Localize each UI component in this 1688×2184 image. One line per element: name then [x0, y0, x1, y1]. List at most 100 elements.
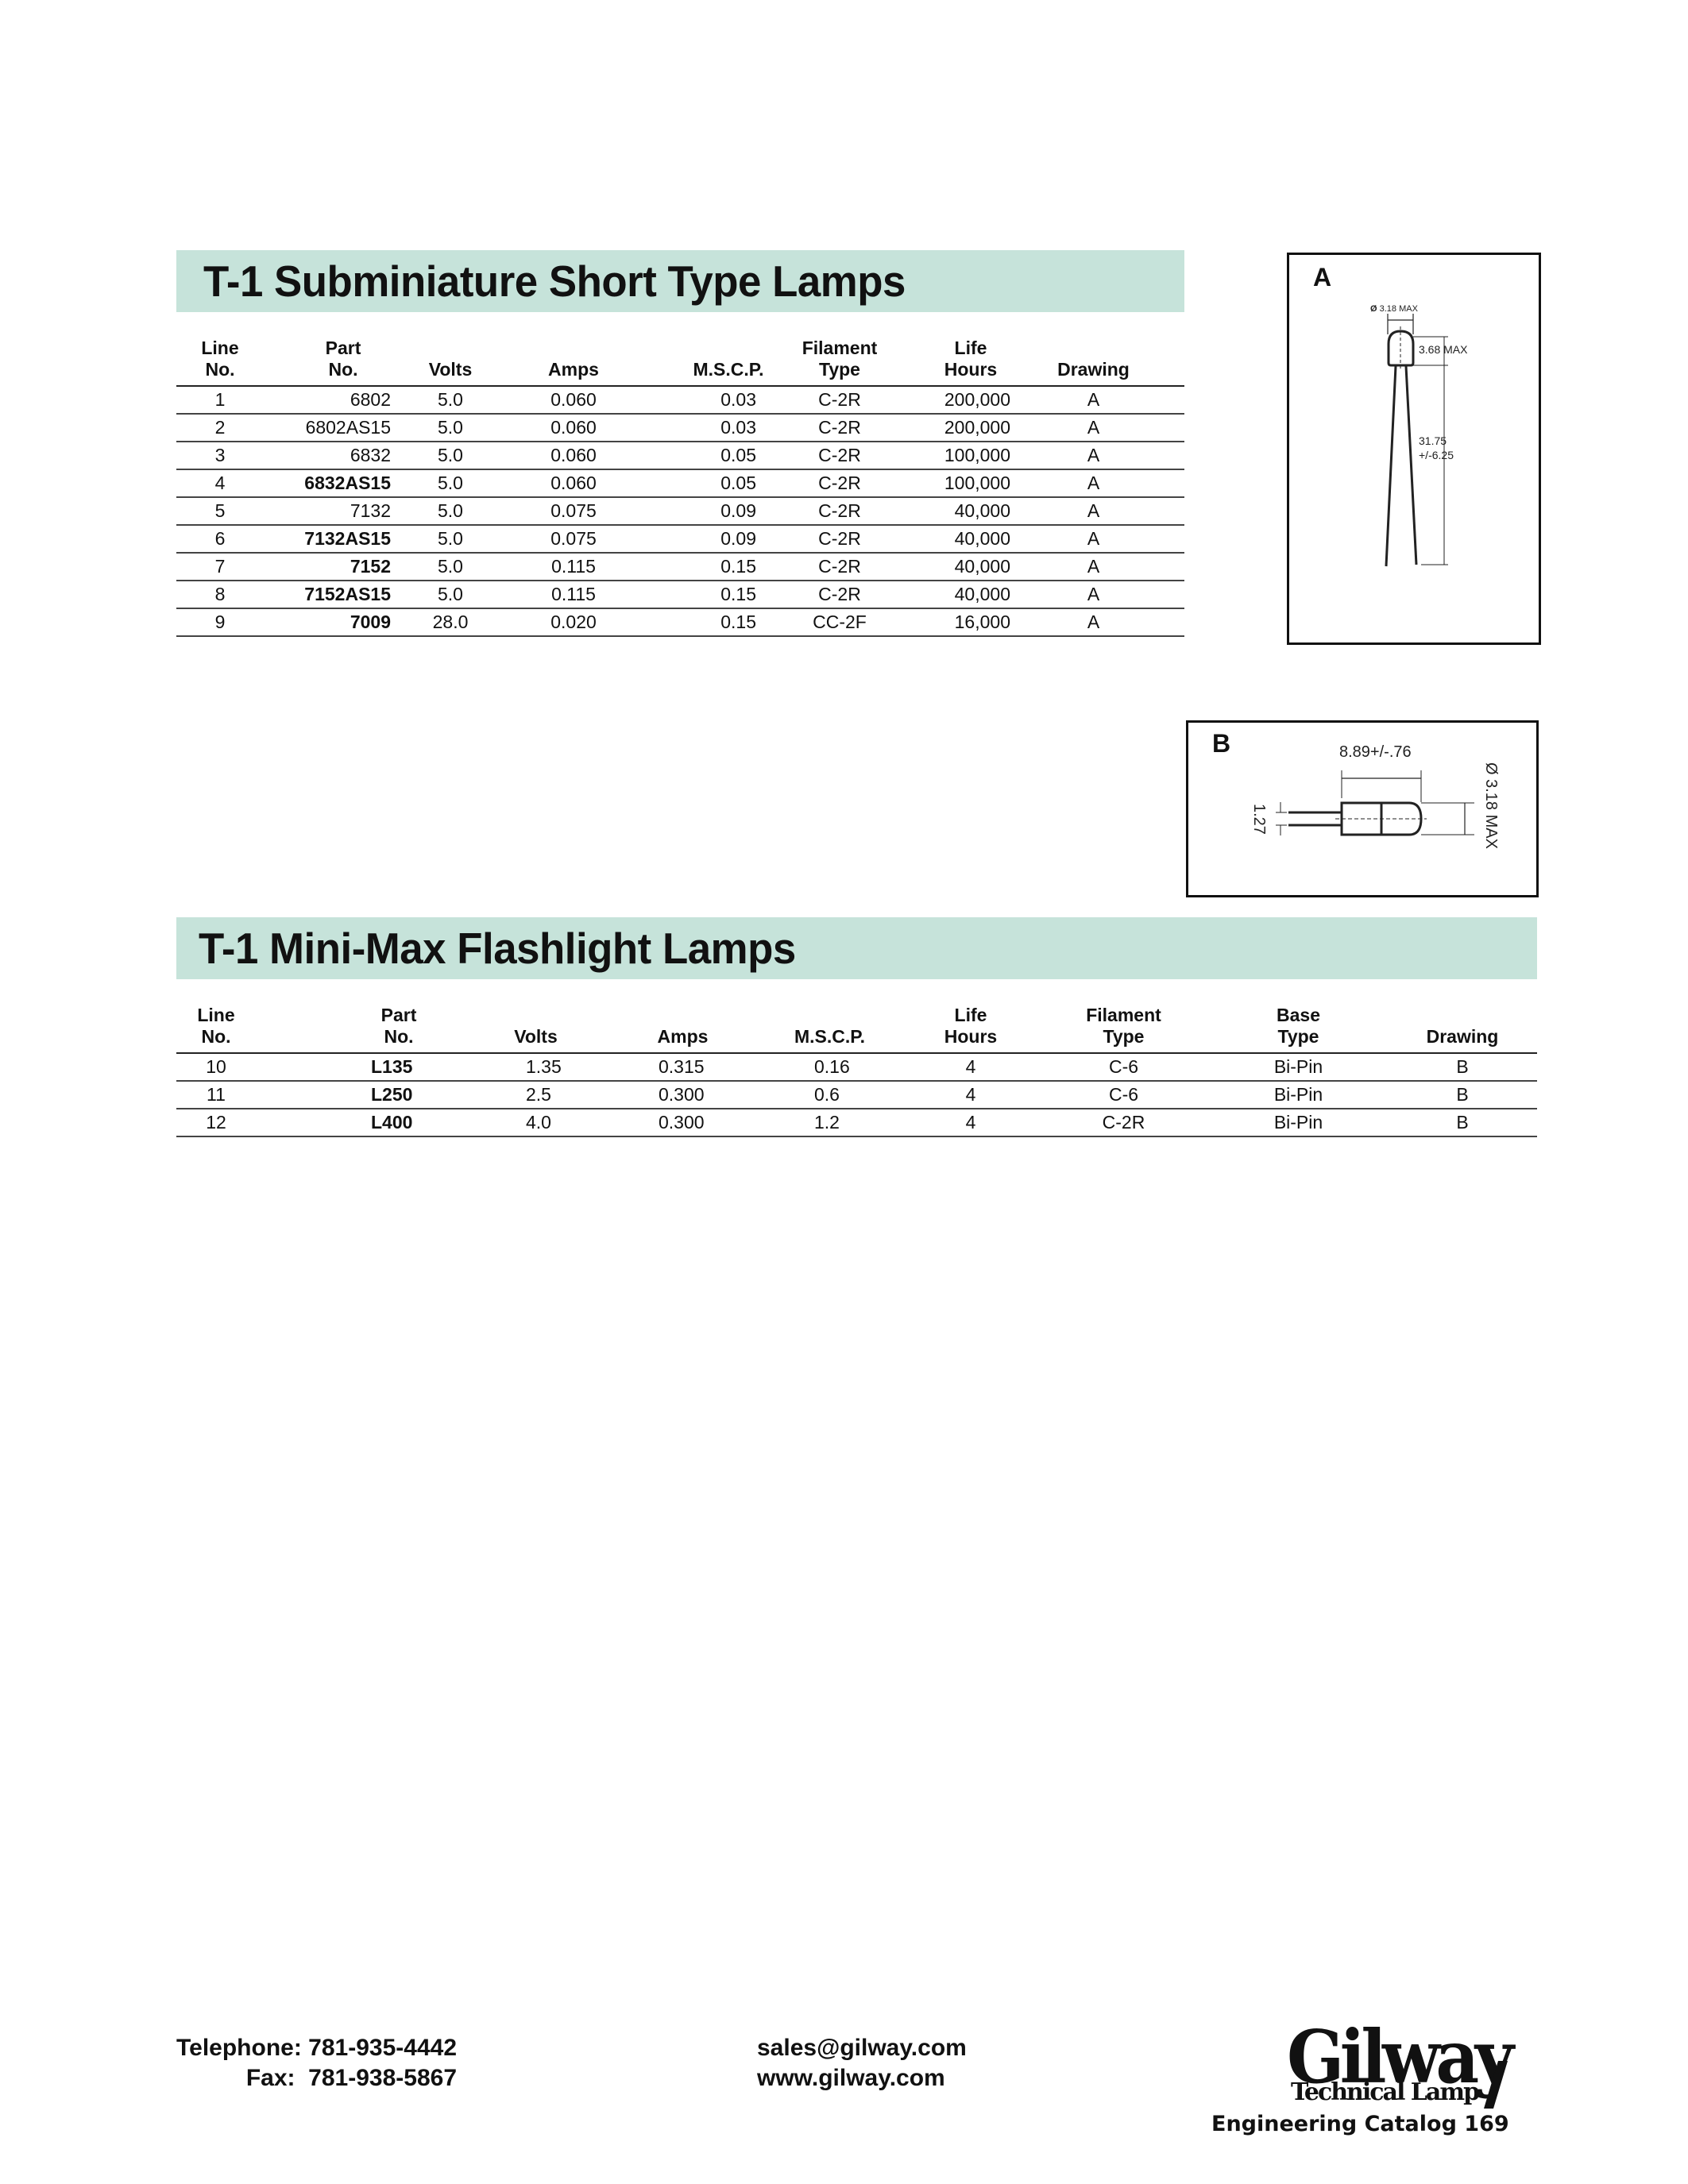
- table-row: 12 L400 4.0 0.300 1.2 4 C-2R Bi-Pin B: [176, 1109, 1537, 1137]
- cell-drawing: A: [1034, 442, 1184, 470]
- cell-filament: C-2R: [772, 442, 907, 470]
- table-row: 10 L135 1.35 0.315 0.16 4 C-6 Bi-Pin B: [176, 1053, 1537, 1082]
- website-link[interactable]: www.gilway.com: [757, 2065, 945, 2091]
- cell-mscp: 0.16: [756, 1053, 903, 1082]
- cell-line: 2: [176, 414, 264, 442]
- col-header-amps: Amps: [609, 1005, 756, 1054]
- telephone-number[interactable]: 781-935-4442: [308, 2035, 457, 2061]
- cell-volts: 5.0: [391, 525, 510, 554]
- cell-filament: C-2R: [772, 581, 907, 609]
- cell-drawing: B: [1388, 1053, 1537, 1082]
- cell-amps: 0.115: [510, 553, 637, 581]
- drawing-a-label: A: [1313, 263, 1332, 291]
- cell-life: 4: [903, 1053, 1038, 1082]
- drawing-b-label: B: [1212, 729, 1231, 758]
- table-row: 2 6802AS15 5.0 0.060 0.03 C-2R 200,000 A: [176, 414, 1184, 442]
- cell-filament: C-2R: [772, 525, 907, 554]
- cell-life: 40,000: [907, 581, 1034, 609]
- cell-life: 40,000: [907, 525, 1034, 554]
- col-header-mscp: M.S.C.P.: [756, 1005, 903, 1054]
- drawing-a-panel: A Ø 3.18 MAX 3.68 MAX 31.75 +/-6.25: [1287, 253, 1541, 645]
- cell-amps: 0.060: [510, 386, 637, 415]
- cell-line: 8: [176, 581, 264, 609]
- cell-volts: 1.35: [462, 1053, 609, 1082]
- cell-part: 7009: [264, 608, 391, 637]
- drawing-b-length: 8.89+/-.76: [1339, 743, 1412, 761]
- fax-line: Fax: 781-938-5867: [245, 2065, 457, 2091]
- cell-part: 7152: [264, 553, 391, 581]
- cell-mscp: 0.6: [756, 1081, 903, 1109]
- cell-amps: 0.020: [510, 608, 637, 637]
- telephone-line: Telephone: 781-935-4442: [176, 2035, 457, 2061]
- cell-drawing: A: [1034, 414, 1184, 442]
- cell-line: 1: [176, 386, 264, 415]
- cell-line: 5: [176, 497, 264, 526]
- drawing-a-lead-tolerance: +/-6.25: [1419, 449, 1454, 461]
- gilway-logo: Gilway Technical Lamp: [1287, 2014, 1525, 2109]
- cell-filament: CC-2F: [772, 608, 907, 637]
- col-header-mscp: M.S.C.P.: [637, 338, 772, 387]
- cell-volts: 5.0: [391, 553, 510, 581]
- cell-line: 7: [176, 553, 264, 581]
- cell-volts: 5.0: [391, 386, 510, 415]
- cell-drawing: A: [1034, 608, 1184, 637]
- cell-amps: 0.115: [510, 581, 637, 609]
- cell-life: 4: [903, 1109, 1038, 1137]
- cell-base: Bi-Pin: [1209, 1081, 1388, 1109]
- col-header-volts: Volts: [391, 338, 510, 387]
- footer-contact-web: sales@gilway.com www.gilway.com: [757, 2033, 967, 2093]
- cell-mscp: 0.15: [637, 608, 772, 637]
- cell-filament: C-2R: [772, 469, 907, 498]
- cell-drawing: B: [1388, 1109, 1537, 1137]
- table-row: 6 7132AS15 5.0 0.075 0.09 C-2R 40,000 A: [176, 525, 1184, 554]
- cell-line: 6: [176, 525, 264, 554]
- catalog-label: Engineering Catalog 169: [1211, 2112, 1509, 2136]
- cell-base: Bi-Pin: [1209, 1109, 1388, 1137]
- fax-number: 781-938-5867: [308, 2065, 457, 2091]
- col-header-drawing: Drawing: [1034, 338, 1184, 387]
- cell-drawing: A: [1034, 386, 1184, 415]
- col-header-amps: Amps: [510, 338, 637, 387]
- cell-part: 7132: [264, 497, 391, 526]
- email-link[interactable]: sales@gilway.com: [757, 2035, 967, 2061]
- cell-amps: 0.060: [510, 469, 637, 498]
- cell-mscp: 0.05: [637, 469, 772, 498]
- drawing-b-panel: B 8.89+/-.76 Ø 3.18 MAX 1.27: [1186, 720, 1539, 897]
- drawing-a-height: 3.68 MAX: [1419, 343, 1468, 356]
- cell-life: 4: [903, 1081, 1038, 1109]
- cell-volts: 4.0: [462, 1109, 609, 1137]
- cell-line: 4: [176, 469, 264, 498]
- cell-part: L400: [303, 1109, 462, 1137]
- cell-mscp: 0.03: [637, 414, 772, 442]
- table-row: 7 7152 5.0 0.115 0.15 C-2R 40,000 A: [176, 553, 1184, 581]
- cell-volts: 5.0: [391, 469, 510, 498]
- cell-amps: 0.300: [609, 1081, 756, 1109]
- cell-part: 7152AS15: [264, 581, 391, 609]
- cell-volts: 28.0: [391, 608, 510, 637]
- cell-life: 100,000: [907, 469, 1034, 498]
- logo-slash-icon: [1484, 2061, 1508, 2109]
- table-row: 1 6802 5.0 0.060 0.03 C-2R 200,000 A: [176, 386, 1184, 415]
- cell-filament: C-2R: [772, 497, 907, 526]
- table-row: 5 7132 5.0 0.075 0.09 C-2R 40,000 A: [176, 497, 1184, 526]
- section-title: T-1 Mini-Max Flashlight Lamps: [199, 924, 796, 973]
- cell-volts: 5.0: [391, 414, 510, 442]
- cell-drawing: A: [1034, 497, 1184, 526]
- logo-wordmark: Gilway: [1287, 2014, 1514, 2100]
- cell-amps: 0.060: [510, 414, 637, 442]
- cell-filament: C-2R: [772, 553, 907, 581]
- cell-volts: 5.0: [391, 497, 510, 526]
- cell-volts: 5.0: [391, 581, 510, 609]
- cell-line: 12: [176, 1109, 303, 1137]
- cell-drawing: A: [1034, 469, 1184, 498]
- cell-line: 9: [176, 608, 264, 637]
